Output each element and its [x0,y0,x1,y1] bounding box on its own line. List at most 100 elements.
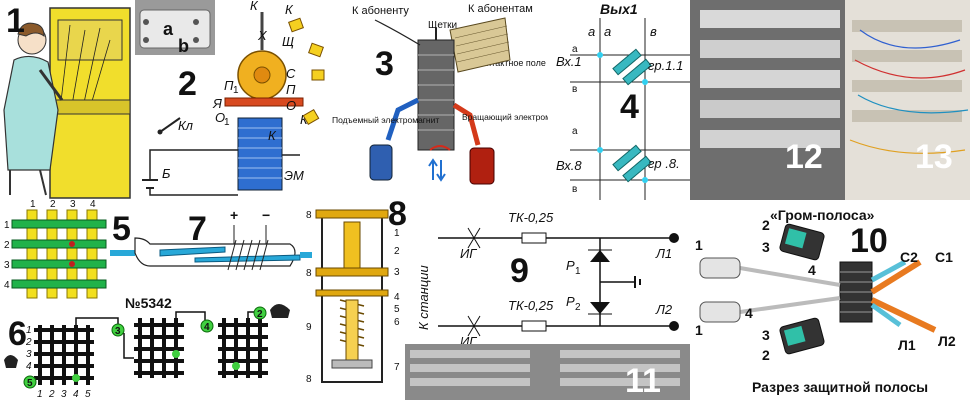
relay-circuit [149,149,300,196]
arrester-callout-8b: 8 [306,268,312,279]
operator-hair [17,22,45,37]
lead-upper [739,266,841,287]
matrix-5-row-1: 1 [4,220,10,231]
crosspoint-1 [72,374,80,382]
matrix-5-col-1: 1 [30,199,36,210]
grid-1-row-labels: 1 2 3 4 [25,325,32,372]
output-label: Вых1 [600,1,638,17]
grid-row-4: 4 [26,361,32,372]
panel-13-number: 13 [915,138,953,176]
photo-11-strips [410,350,680,386]
brush-label-8: К [268,128,277,143]
grid-row-2: 2 [25,337,32,348]
ig-2 [467,315,481,337]
plug-upper [699,257,741,279]
reed-blade-1 [159,246,226,257]
arrester-callouts: 1 2 3 4 5 6 7 8 8 8 9 [306,210,400,385]
arrester-disc [315,289,389,297]
grid-col-4: 4 [73,389,79,400]
r1-label: Р [566,258,575,273]
brush-label-6: П [286,82,296,97]
group-8-label: гр .8. [648,156,680,171]
panel-8-number: 8 [388,195,407,233]
panel-1-operator: 1 [0,0,135,200]
arrester-callout-6: 6 [394,317,400,328]
selector-shaft [417,39,455,151]
contact-field [449,17,511,73]
panel-6-routing: 6 №5342 1 2 3 4 1 2 3 4 5 5 3 [4,295,290,400]
arrester-callout-4: 4 [394,292,400,303]
tk-1-label: ТК-0,25 [508,210,554,225]
pawl-sub: 1 [233,85,239,96]
r1-sub: 1 [575,266,581,277]
wire-l2 [870,297,937,333]
matrix-5-crosspoints [69,241,75,267]
reed-lead-left [110,250,135,256]
panel-4-number: 4 [620,88,639,126]
brush-label-7: О [286,98,296,113]
panel-11-number: 11 [625,362,661,400]
rotate-magnet [469,147,495,185]
panel-12-number: 12 [785,138,823,176]
to-station-label: К станции [416,265,431,330]
c1-label: С1 [935,249,953,265]
key-switch [159,117,181,133]
lift-magnet-label: Подъемный электромагнит [332,115,439,125]
grid-2 [134,318,184,378]
grid-row-1: 1 [26,325,32,336]
contact-block [139,9,211,49]
input-8-label: Вх.8 [556,158,582,173]
col-b-label: в [650,24,657,39]
battery-label: Б [162,166,171,181]
tk-2-label: ТК-0,25 [508,298,554,313]
grid-row-3: 3 [26,349,32,360]
matrix-5-col-2: 2 [50,199,56,210]
row-b-1: в [572,84,577,95]
crosspoint-2 [172,350,180,358]
switchboard-cords [59,24,111,113]
anchor-label: Я [212,96,222,111]
marker-5 [23,375,37,389]
col-a2-label: а [604,24,611,39]
brush-label-5: С [286,66,296,81]
group-1-label: гр.1.1 [648,58,683,73]
operator-dress [3,55,59,171]
grid-title: №5342 [125,295,172,311]
matrix-5-col-3: 3 [70,199,76,210]
shaft-rings [418,54,454,131]
anchor-arm [224,97,304,107]
grid-1 [34,325,94,385]
matrix-5-columns [26,209,98,299]
matrix-5-row-4: 4 [4,280,10,291]
switchboard-jacks [57,19,123,61]
matrix-5-row-labels: 1 2 3 4 [4,220,10,291]
terminal-l2 [669,321,679,331]
strip-callout-2b: 2 [762,347,770,363]
l2-strip-label: Л2 [938,333,956,349]
contact-field-label: Контактное поле [476,58,546,68]
strip-ribs [840,271,872,313]
brush-label-3: Х [257,28,268,43]
minus-label: − [262,207,270,223]
route-1 [75,317,119,330]
matrix-5-row-2: 2 [4,240,10,251]
junction-dots [597,52,648,183]
ig-1 [467,227,481,249]
strip-callouts: 1 2 3 4 1 2 3 4 [695,217,816,363]
arrester-callout-7: 7 [394,362,400,373]
brush-label-4: Щ [282,34,294,49]
strip-callout-4b: 4 [745,305,753,321]
arrester-p1 [590,250,610,262]
marker-4-label: 4 [204,322,210,333]
panel-2-relay: a b 2 Кл Б ЭМ П 1 Я O 1 К К Х [135,0,325,196]
input-1-label: Вх.1 [556,54,582,69]
reed-lead-right [300,252,312,258]
key-label: Кл [178,118,194,133]
arrester-callout-2: 2 [394,246,400,257]
plug-lower [699,301,741,323]
panel-6-number: 6 [8,315,27,353]
arrester-callout-3: 3 [394,267,400,278]
panel-8-arrester: 1 2 3 4 5 6 7 8 8 8 9 8 [306,195,407,385]
arrester-callout-1: 1 [394,228,400,239]
arrester-callout-8c: 8 [306,374,312,385]
